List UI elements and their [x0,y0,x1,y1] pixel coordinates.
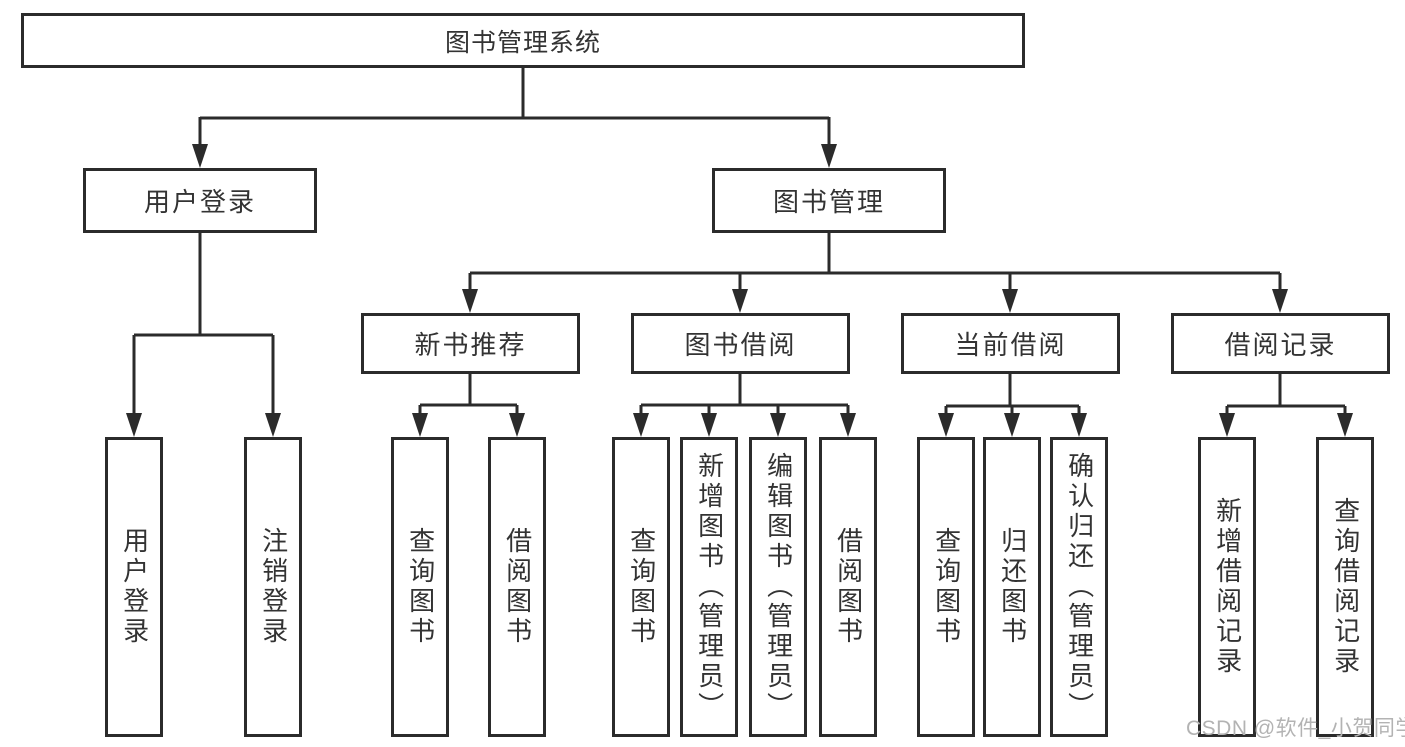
node-new-book-recommend: 新书推荐 [361,313,580,374]
leaf-label: 确认归还（管理员） [1064,452,1095,722]
leaf-add-borrow-record: 新增借阅记录 [1198,437,1256,737]
leaf-query-borrow-record: 查询借阅记录 [1316,437,1374,737]
node-current-borrowing: 当前借阅 [901,313,1120,374]
leaf-logout: 注销登录 [244,437,302,737]
leaf-add-book-admin: 新增图书（管理员） [680,437,738,737]
node-book-borrowing-label: 图书借阅 [684,330,797,360]
node-current-borrowing-label: 当前借阅 [954,330,1067,360]
leaf-label: 借阅图书 [833,527,864,647]
leaf-confirm-return-admin: 确认归还（管理员） [1050,437,1108,737]
leaf-label: 归还图书 [997,527,1028,647]
node-library-system-label: 图书管理系统 [444,28,601,57]
leaf-query-books-borrowing: 查询图书 [612,437,670,737]
leaf-label: 查询借阅记录 [1330,497,1361,677]
leaf-borrow-books-borrowing: 借阅图书 [819,437,877,737]
leaf-label: 用户登录 [119,527,150,647]
connector-new-book-recommend-to-leaves [418,372,519,416]
node-book-management-label: 图书管理 [772,187,885,217]
connector-book-borrowing-to-leaves [639,372,850,416]
node-book-management: 图书管理 [712,168,946,233]
arrowheads [126,144,1353,437]
leaf-label: 编辑图书（管理员） [763,452,794,722]
leaf-label: 借阅图书 [502,527,533,647]
connector-root-to-level2 [198,66,831,147]
leaf-user-login: 用户登录 [105,437,163,737]
leaf-borrow-books-recommend: 借阅图书 [488,437,546,737]
node-library-system: 图书管理系统 [21,13,1025,68]
node-book-borrowing: 图书借阅 [631,313,850,374]
leaf-query-books-current: 查询图书 [917,437,975,737]
leaf-edit-book-admin: 编辑图书（管理员） [749,437,807,737]
connector-current-borrowing-to-leaves [944,372,1081,416]
leaf-return-books: 归还图书 [983,437,1041,737]
watermark: CSDN @软件_小贺同学 [1186,717,1405,740]
connector-user-login-to-leaves [132,231,275,416]
leaf-label: 注销登录 [258,527,289,647]
node-borrowing-records-label: 借阅记录 [1224,330,1337,360]
leaf-query-books-recommend: 查询图书 [391,437,449,737]
connector-borrowing-records-to-leaves [1225,372,1347,416]
leaf-label: 查询图书 [405,527,436,647]
leaf-label: 查询图书 [931,527,962,647]
node-user-login: 用户登录 [83,168,317,233]
connector-book-management-to-level3 [468,231,1282,292]
node-borrowing-records: 借阅记录 [1171,313,1390,374]
leaf-label: 新增图书（管理员） [694,452,725,722]
node-new-book-recommend-label: 新书推荐 [414,330,527,360]
node-user-login-label: 用户登录 [143,187,256,217]
leaf-label: 新增借阅记录 [1212,497,1243,677]
leaf-label: 查询图书 [626,527,657,647]
